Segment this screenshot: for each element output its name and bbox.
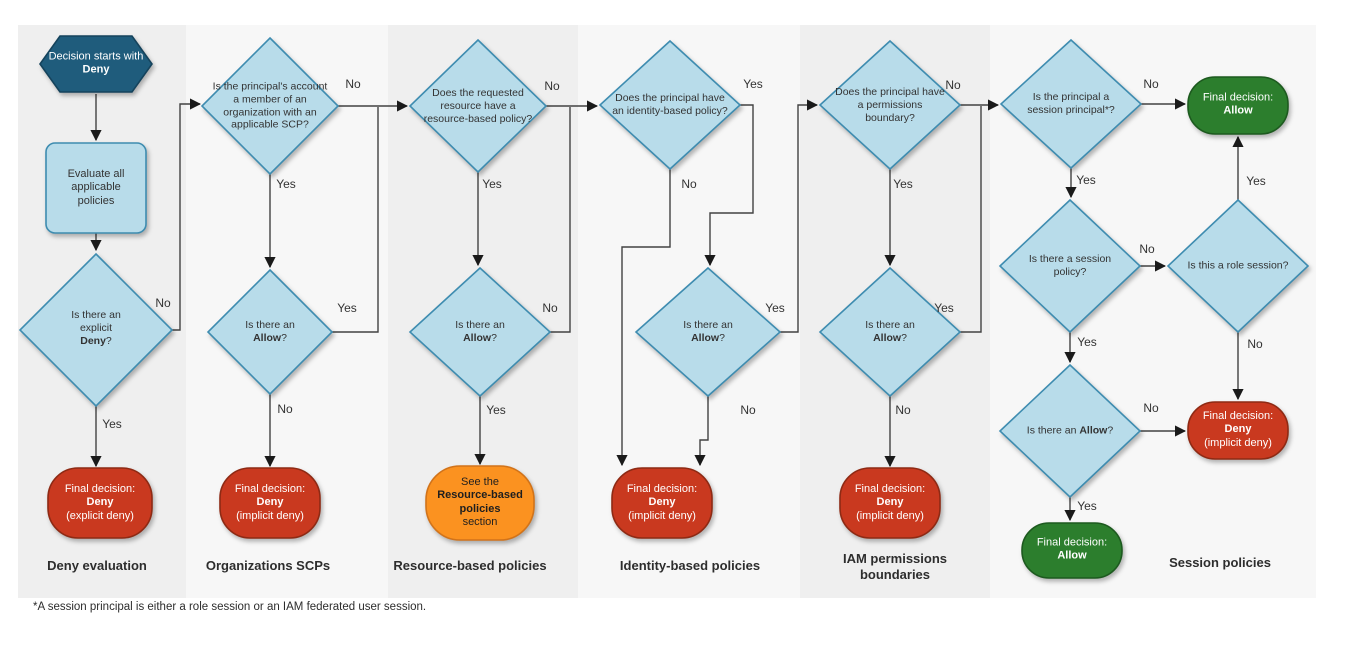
label-resource-yes: Yes xyxy=(482,177,502,191)
node-final-deny-session-label: Final decision:Deny(implicit deny) xyxy=(1202,409,1274,449)
node-final-allow-top-shape xyxy=(1187,76,1289,135)
node-final-allow-top-label: Final decision:Allow xyxy=(1202,91,1274,117)
label-allow-idp-yes: Yes xyxy=(765,301,785,315)
footnote: *A session principal is either a role se… xyxy=(33,601,427,613)
label-allow-idp-no: No xyxy=(740,403,756,417)
node-final-deny-explicit-label: Final decision:Deny(explicit deny) xyxy=(64,482,136,522)
node-final-deny-idp-label: Final decision:Deny(implicit deny) xyxy=(626,482,698,522)
edge-identity-no xyxy=(616,169,671,467)
node-allow-pb-shape xyxy=(818,266,962,398)
node-identity-question-shape xyxy=(598,39,742,171)
label-allow-session-yes: Yes xyxy=(1077,499,1097,513)
column-title-resource-based: Resource-based policies xyxy=(393,557,547,573)
node-start-shape xyxy=(39,35,153,93)
column-title-organizations-scps: Organizations SCPs xyxy=(205,557,331,573)
node-final-deny-explicit-shape xyxy=(47,467,153,539)
node-final-deny-idp-shape xyxy=(611,467,713,539)
column-title-permissions-boundaries: IAM permissions boundaries xyxy=(842,550,948,582)
label-role-session-no: No xyxy=(1247,337,1263,351)
edge-allow-scp-yes-merge xyxy=(332,107,379,333)
label-allow-pb-yes: Yes xyxy=(934,301,954,315)
label-identity-yes: Yes xyxy=(743,77,763,91)
label-session-principal-no: No xyxy=(1143,77,1159,91)
node-org-question-label: Is the principal's account a member of a… xyxy=(212,80,328,131)
node-boundary-question-shape xyxy=(818,39,962,171)
node-role-session-label: Is this a role session? xyxy=(1187,259,1289,272)
node-org-question-shape xyxy=(200,36,340,176)
node-session-principal-label: Is the principal a session principal*? xyxy=(1027,91,1115,116)
label-explicit-deny-yes: Yes xyxy=(102,417,122,431)
node-final-allow-session-label: Final decision:Allow xyxy=(1036,536,1108,562)
label-explicit-deny-no: No xyxy=(155,296,171,310)
label-role-session-yes: Yes xyxy=(1246,174,1266,188)
edge-allow-idp-no xyxy=(694,396,709,467)
node-allow-idp-label: Is there an Allow? xyxy=(683,319,733,344)
label-allow-rbp-yes: Yes xyxy=(486,403,506,417)
node-final-deny-scp-shape xyxy=(219,467,321,539)
node-resource-question-shape xyxy=(408,38,548,174)
label-allow-scp-yes: Yes xyxy=(337,301,357,315)
node-allow-rbp-shape xyxy=(408,266,552,398)
node-final-deny-session-shape xyxy=(1187,401,1289,460)
node-allow-session-label: Is there an Allow? xyxy=(1026,424,1114,437)
edge-explicit-deny-no xyxy=(172,98,202,331)
column-title-deny-evaluation: Deny evaluation xyxy=(47,557,147,573)
edge-allow-rbp-no-merge xyxy=(550,107,571,333)
node-final-allow-session-shape xyxy=(1021,522,1123,579)
edge-allow-pb-yes-merge xyxy=(960,106,982,333)
node-role-session-shape xyxy=(1166,198,1310,334)
node-evaluate-shape xyxy=(45,142,147,234)
node-session-principal-shape xyxy=(999,38,1143,170)
label-resource-no: No xyxy=(544,79,560,93)
node-start-label: Decision starts with Deny xyxy=(48,50,144,76)
label-allow-pb-no: No xyxy=(895,403,911,417)
edge-allow-idp-yes xyxy=(780,99,819,333)
label-allow-scp-no: No xyxy=(277,402,293,416)
node-evaluate-label: Evaluate all applicable policies xyxy=(67,167,125,207)
column-title-session-policies: Session policies xyxy=(1169,554,1271,570)
node-allow-scp-shape xyxy=(206,268,334,396)
node-session-policy-shape xyxy=(998,198,1142,334)
label-boundary-yes: Yes xyxy=(893,177,913,191)
edge-identity-yes xyxy=(704,104,754,267)
node-explicit-deny-shape xyxy=(18,252,174,408)
node-allow-session-shape xyxy=(998,363,1142,499)
node-explicit-deny-label: Is there an explicit Deny? xyxy=(71,308,121,347)
label-allow-rbp-no: No xyxy=(542,301,558,315)
label-allow-session-no: No xyxy=(1143,401,1159,415)
label-org-no: No xyxy=(345,77,361,91)
node-identity-question-label: Does the principal have an identity-base… xyxy=(612,92,728,117)
node-allow-rbp-label: Is there an Allow? xyxy=(455,319,505,344)
node-session-policy-label: Is there a session policy? xyxy=(1028,253,1112,278)
column-title-identity-based: Identity-based policies xyxy=(619,557,761,573)
label-session-principal-yes: Yes xyxy=(1076,173,1096,187)
label-boundary-no: No xyxy=(945,78,961,92)
label-org-yes: Yes xyxy=(276,177,296,191)
label-session-policy-yes: Yes xyxy=(1077,335,1097,349)
node-boundary-question-label: Does the principal have a permissions bo… xyxy=(835,85,945,124)
label-session-policy-no: No xyxy=(1139,242,1155,256)
node-final-deny-pb-shape xyxy=(839,467,941,539)
node-allow-idp-shape xyxy=(634,266,782,398)
node-allow-pb-label: Is there an Allow? xyxy=(865,319,915,344)
node-see-rbp-shape xyxy=(425,465,535,541)
node-final-deny-scp-label: Final decision:Deny(implicit deny) xyxy=(234,482,306,522)
node-final-deny-pb-label: Final decision:Deny(implicit deny) xyxy=(854,482,926,522)
label-identity-no: No xyxy=(681,177,697,191)
node-allow-scp-label: Is there an Allow? xyxy=(245,319,295,344)
node-resource-question-label: Does the requested resource have a resou… xyxy=(423,86,533,125)
